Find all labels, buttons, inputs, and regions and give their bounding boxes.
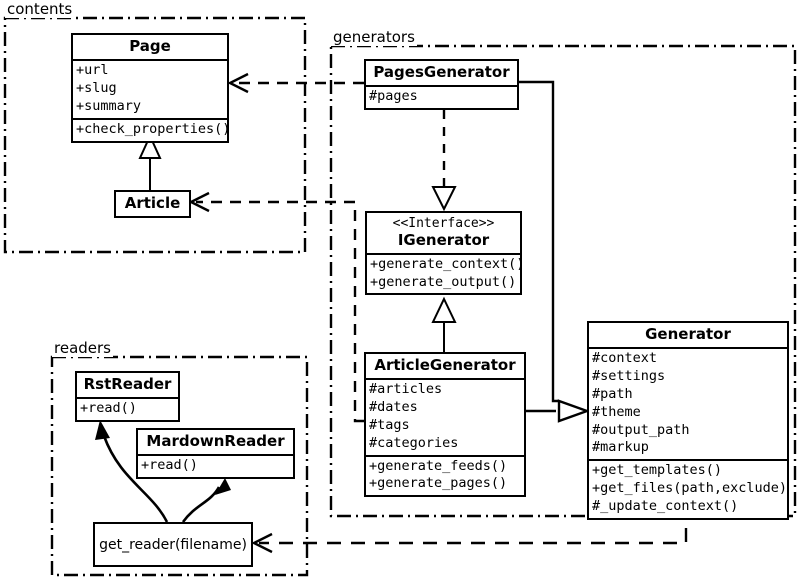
attribute-item: #context [592, 350, 658, 367]
attribute-item: #dates [369, 399, 418, 416]
class-box-pagesgenerator[interactable]: PagesGenerator #pages [364, 59, 519, 111]
method-item: +generate_feeds() [369, 457, 508, 474]
class-name-pagesgenerator: PagesGenerator [373, 63, 510, 81]
attribute-item: +summary [76, 97, 142, 114]
class-methods-articlegenerator: +generate_feeds() +generate_pages() [366, 454, 524, 496]
class-name-article: Article [124, 194, 181, 212]
class-box-articlegenerator[interactable]: ArticleGenerator #articles #dates #tags … [364, 352, 526, 498]
attribute-item: #theme [592, 403, 641, 420]
class-attributes-articlegenerator: #articles #dates #tags #categories [366, 378, 524, 454]
class-methods-rstreader: +read() [77, 397, 178, 420]
function-label-get-reader: get_reader(filename) [99, 536, 247, 553]
attribute-item: #markup [592, 439, 649, 456]
class-name-rstreader: RstReader [83, 375, 172, 393]
method-item: #_update_context() [592, 497, 739, 514]
method-item: +check_properties() [76, 120, 231, 137]
class-name-generator: Generator [645, 325, 731, 343]
method-item: +get_files(path,exclude) [592, 479, 788, 496]
class-methods-generator: +get_templates() +get_files(path,exclude… [589, 459, 787, 517]
class-box-article[interactable]: Article [114, 190, 191, 219]
class-name-articlegenerator: ArticleGenerator [374, 356, 516, 374]
attribute-item: #output_path [592, 421, 690, 438]
method-item: +read() [80, 400, 137, 417]
attribute-item: #tags [369, 416, 410, 433]
class-methods-page: +check_properties() [73, 117, 231, 141]
class-box-mardownreader[interactable]: MardownReader +read() [136, 428, 295, 480]
method-item: +generate_context() [370, 255, 525, 272]
attribute-item: +slug [76, 80, 117, 97]
class-name-page: Page [129, 37, 171, 55]
class-name-label-igenerator: IGenerator [397, 230, 490, 249]
method-item: +generate_output() [370, 273, 517, 290]
attribute-item: #categories [369, 434, 459, 451]
relation-articlegenerator-uses-article [188, 191, 364, 423]
package-label-readers: readers [52, 339, 113, 357]
method-item: +read() [141, 457, 198, 474]
attribute-item: #pages [369, 88, 418, 105]
class-attributes-page: +url +slug +summary [73, 59, 227, 117]
class-stereotype-igenerator: <<Interface>> [392, 216, 495, 231]
package-label-contents: contents [5, 0, 75, 18]
function-box-get-reader[interactable]: get_reader(filename) [93, 522, 253, 567]
relation-pagesgenerator-uses-page [227, 72, 364, 94]
class-name-igenerator: <<Interface>> IGenerator [367, 213, 520, 253]
relation-article-inherits-page [138, 133, 162, 190]
class-box-page[interactable]: Page +url +slug +summary +check_properti… [71, 33, 231, 143]
class-attributes-pagesgenerator: #pages [366, 85, 517, 108]
class-name-mardownreader: MardownReader [146, 432, 285, 450]
relation-pagesgenerator-implements-igenerator [431, 110, 457, 212]
class-attributes-generator: #context #settings #path #theme #output_… [589, 347, 787, 459]
class-methods-igenerator: +generate_context() +generate_output() [367, 252, 525, 294]
method-item: +generate_pages() [369, 475, 508, 492]
attribute-item: #settings [592, 368, 666, 385]
class-box-igenerator[interactable]: <<Interface>> IGenerator +generate_conte… [365, 211, 525, 296]
method-item: +get_templates() [592, 462, 723, 479]
class-box-rstreader[interactable]: RstReader +read() [75, 371, 180, 423]
class-methods-mardownreader: +read() [138, 454, 293, 477]
class-box-generator[interactable]: Generator #context #settings #path #them… [587, 321, 789, 520]
attribute-item: +url [76, 62, 109, 79]
relation-articlegenerator-implements-igenerator [431, 296, 457, 352]
attribute-item: #articles [369, 381, 443, 398]
package-label-generators: generators [331, 28, 417, 46]
relation-get-reader-returns-mardownreader [181, 478, 231, 523]
attribute-item: #path [592, 385, 633, 402]
relation-generator-aggregates-articlegenerator [526, 399, 591, 423]
